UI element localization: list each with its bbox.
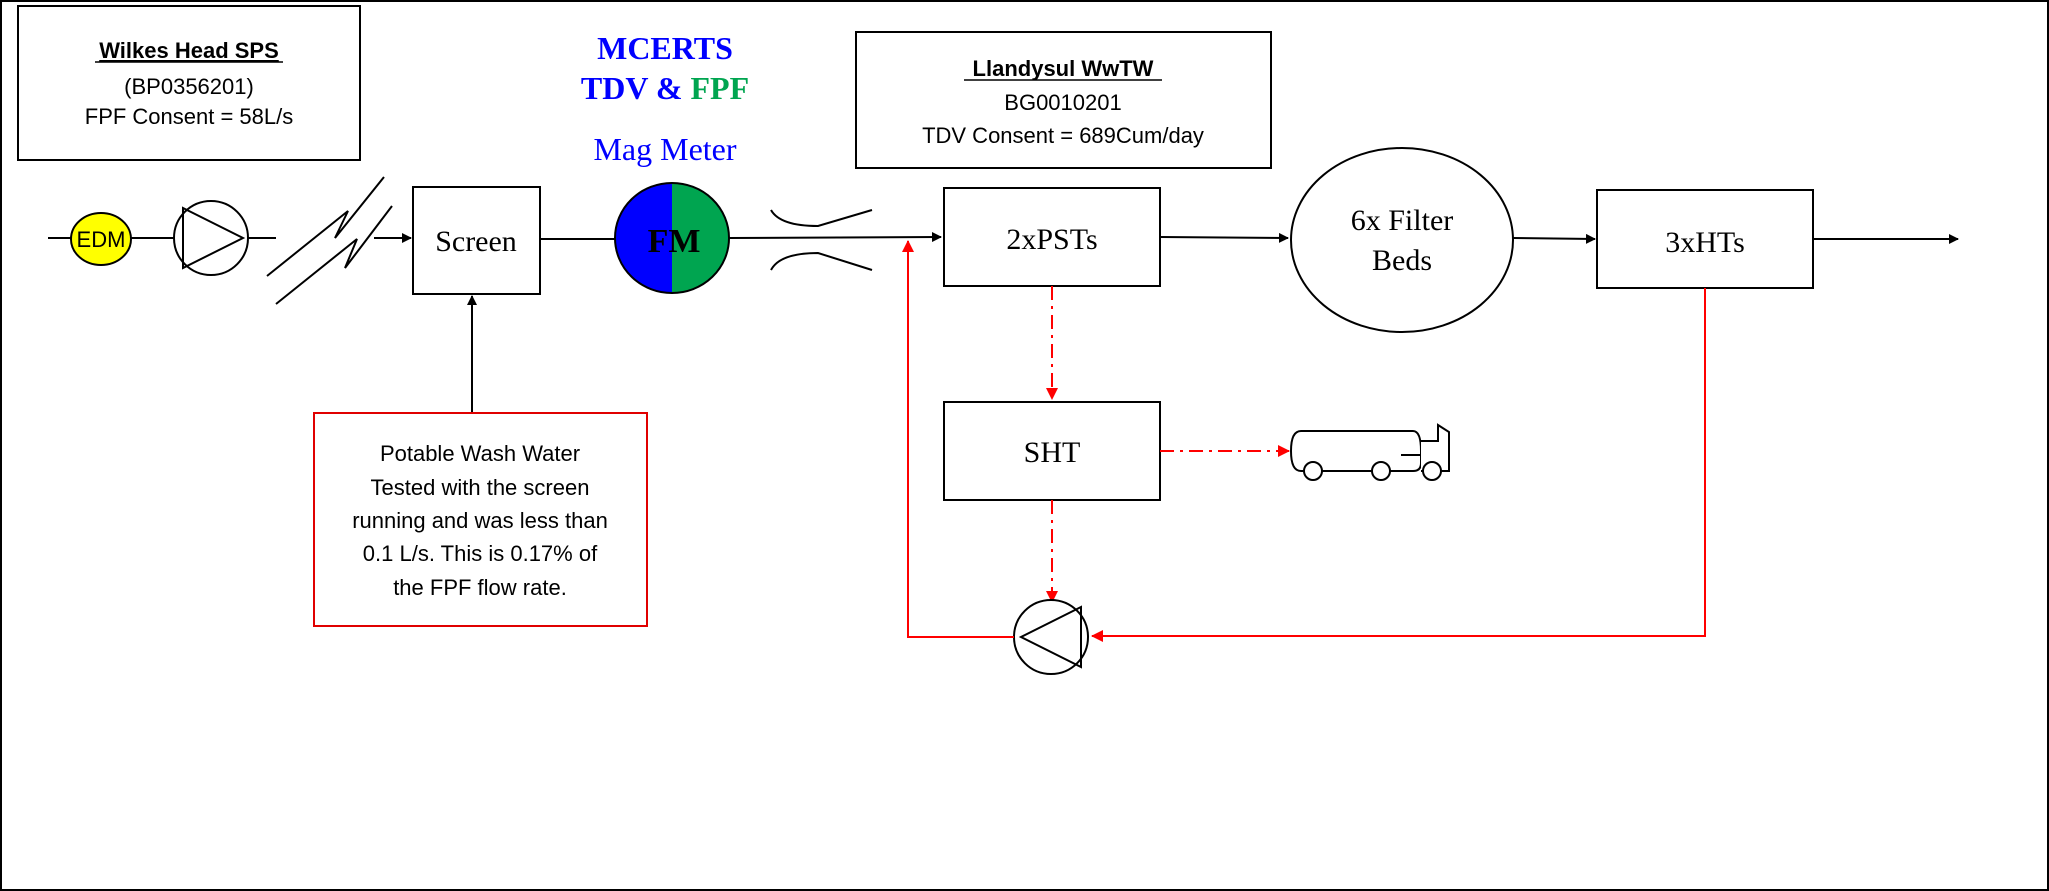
note-line-3: running and was less than [352,508,608,533]
hts-box: 3xHTs [1596,189,1814,289]
filter-beds: 6x Filter Beds [1290,147,1514,333]
return-pump-icon [1013,599,1089,675]
wash-water-note: Potable Wash Water Tested with the scree… [313,412,648,627]
psts-to-filter-line [1159,232,1289,243]
note-line-1: Potable Wash Water [380,441,580,466]
pump-icon [173,200,249,276]
hts-label: 3xHTs [1665,226,1745,259]
screen-label: Screen [435,225,517,258]
note-line-4: 0.1 L/s. This is 0.17% of [363,541,598,566]
fm-label: FM [648,223,701,260]
fm-left-half [615,183,672,293]
mcerts-fpf: FPF [691,70,750,106]
llandysul-title: Llandysul WwTW [973,56,1154,81]
edm-label: EDM [77,227,126,252]
flow-meter: FM [614,182,730,294]
pump-return-line [902,240,1014,638]
fm-to-psts-line [728,232,942,243]
psts-box: 2xPSTs [943,187,1161,287]
mcerts-tdv: TDV [581,70,648,106]
llandysul-permit: BG0010201 [1004,90,1121,115]
pipe-break-icon [266,176,393,305]
mcerts-title: MCERTS [597,30,733,66]
mcerts-tdv-fpf: TDV & FPF [581,70,749,106]
hts-return-line [1091,288,1706,642]
tanker-truck-icon [1289,423,1450,481]
note-line-5: the FPF flow rate. [393,575,567,600]
note-line-2: Tested with the screen [371,475,590,500]
filter-label-line1: 6x Filter [1351,204,1454,237]
mcerts-amp: & [648,70,691,106]
open-channel-icon [770,209,873,271]
edm-sensor: EDM [70,212,132,266]
mcerts-label: MCERTS TDV & FPF Mag Meter [581,30,749,167]
filter-label-line2: Beds [1372,244,1432,277]
psts-label: 2xPSTs [1006,223,1097,256]
sht-box: SHT [943,401,1161,501]
llandysul-box: Llandysul WwTW BG0010201 TDV Consent = 6… [855,31,1272,169]
fm-right-half [672,183,729,293]
filter-to-hts-line [1512,233,1596,244]
mag-meter-label: Mag Meter [593,131,736,167]
sht-label: SHT [1024,436,1081,469]
wilkes-consent: FPF Consent = 58L/s [85,104,294,129]
wilkes-head-box: Wilkes Head SPS (BP0356201) FPF Consent … [17,5,361,161]
wilkes-permit: (BP0356201) [124,74,254,99]
wilkes-title: Wilkes Head SPS [99,38,279,63]
llandysul-consent: TDV Consent = 689Cum/day [922,123,1204,148]
screen-box: Screen [412,186,541,295]
